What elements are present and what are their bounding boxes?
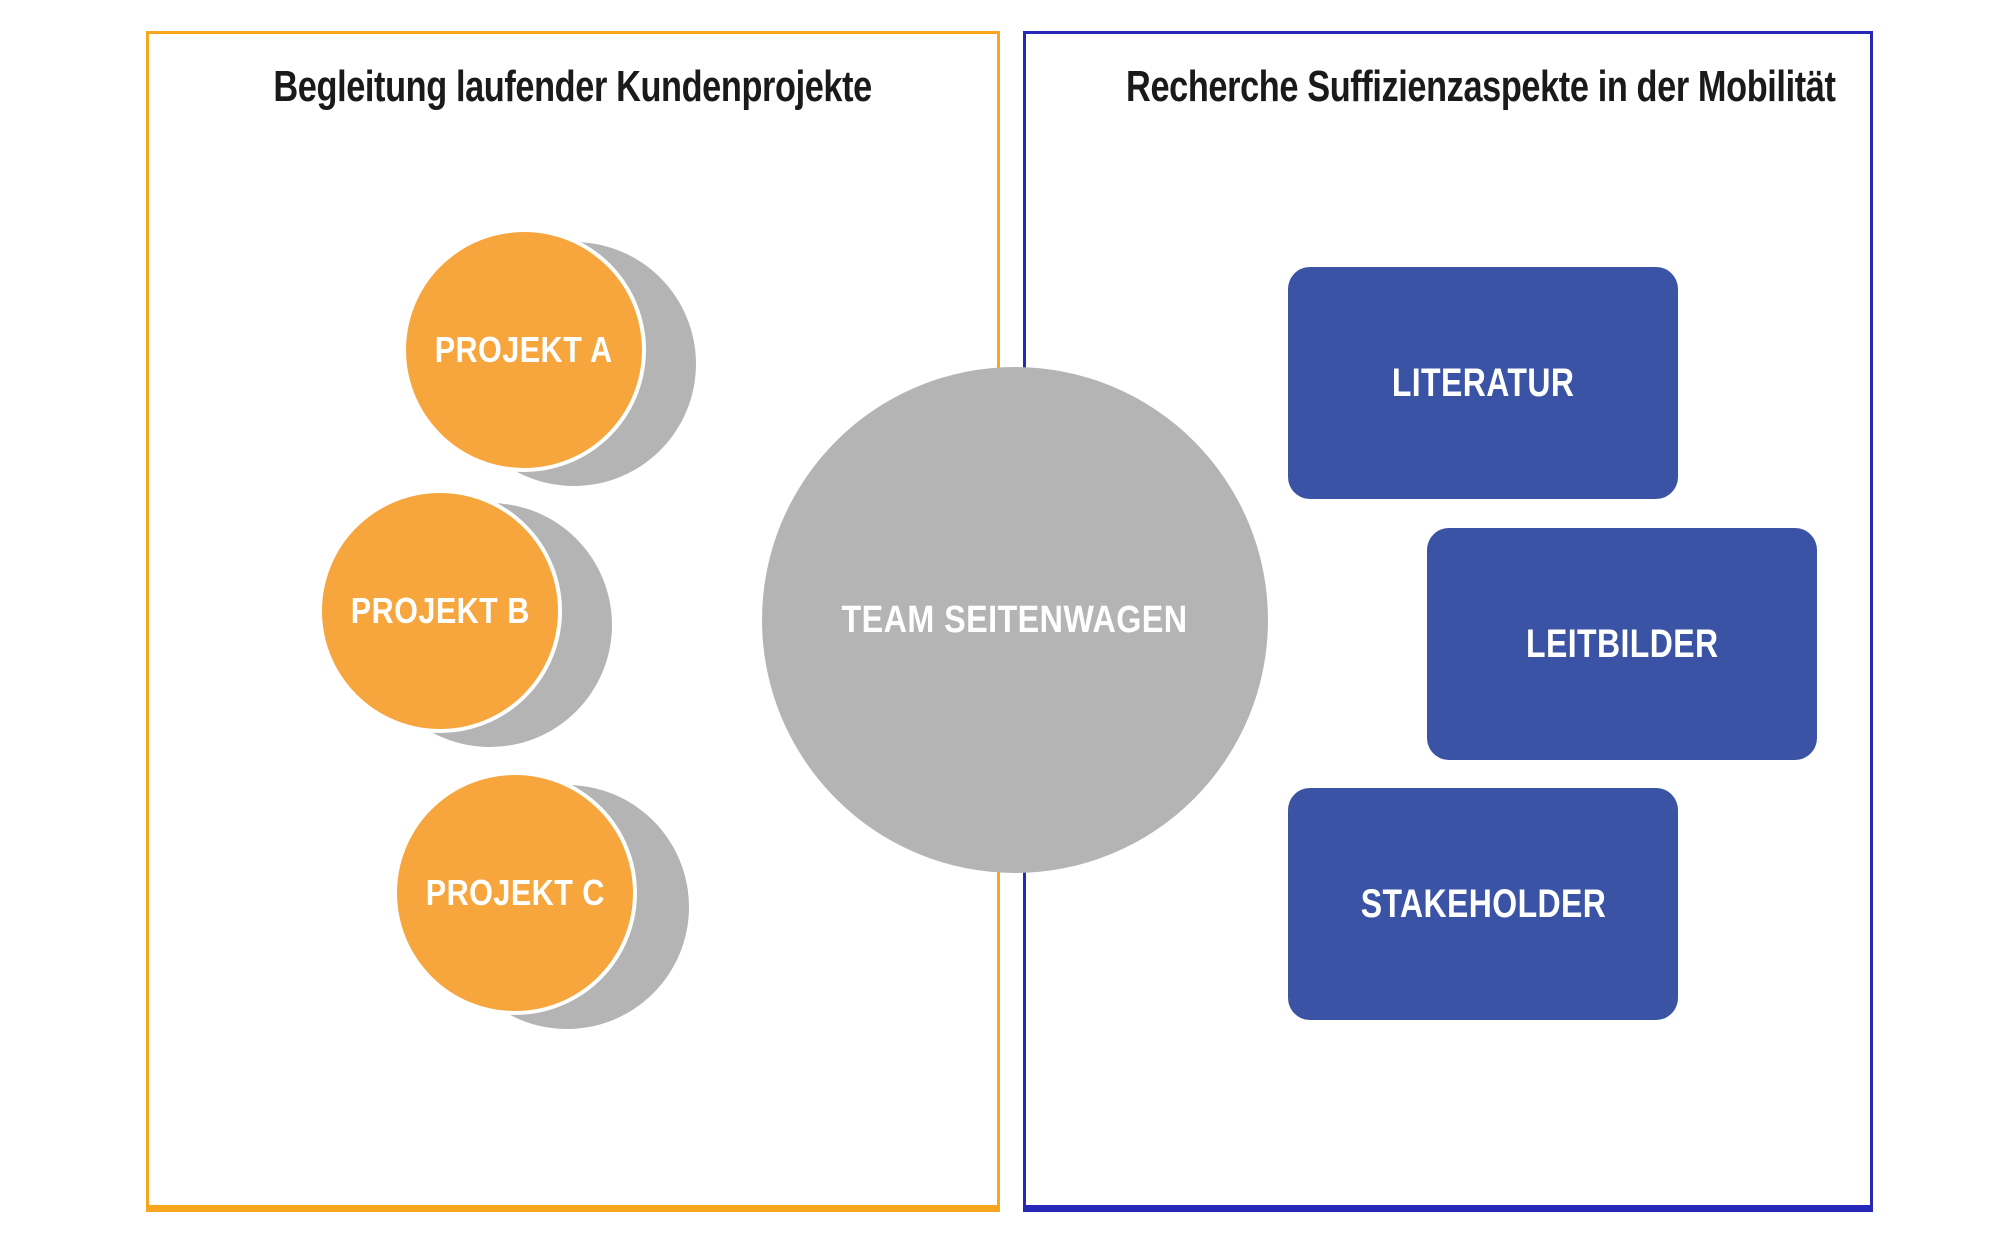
team-label: TEAM SEITENWAGEN bbox=[842, 598, 1188, 641]
topic-label-literatur: LITERATUR bbox=[1391, 360, 1575, 405]
project-b-circle: PROJEKT B bbox=[318, 489, 562, 733]
topic-label-leitbilder: LEITBILDER bbox=[1525, 621, 1719, 666]
right-panel-title: Recherche Suffizienzaspekte in der Mobil… bbox=[1026, 62, 1870, 112]
right-panel-title-text: Recherche Suffizienzaspekte in der Mobil… bbox=[1126, 62, 1836, 111]
topic-box-leitbilder: LEITBILDER bbox=[1427, 528, 1817, 760]
project-a-label: PROJEKT A bbox=[435, 329, 613, 370]
project-b-label: PROJEKT B bbox=[350, 590, 530, 631]
left-panel-title: Begleitung laufender Kundenprojekte bbox=[149, 62, 997, 112]
topic-box-literatur: LITERATUR bbox=[1288, 267, 1678, 499]
project-c-label: PROJEKT C bbox=[425, 872, 605, 913]
project-a-circle: PROJEKT A bbox=[402, 228, 646, 472]
team-circle: TEAM SEITENWAGEN bbox=[762, 367, 1268, 873]
left-panel-title-text: Begleitung laufender Kundenprojekte bbox=[273, 62, 873, 111]
topic-box-stakeholder: STAKEHOLDER bbox=[1288, 788, 1678, 1020]
project-c-circle: PROJEKT C bbox=[393, 771, 637, 1015]
topic-label-stakeholder: STAKEHOLDER bbox=[1360, 881, 1606, 926]
